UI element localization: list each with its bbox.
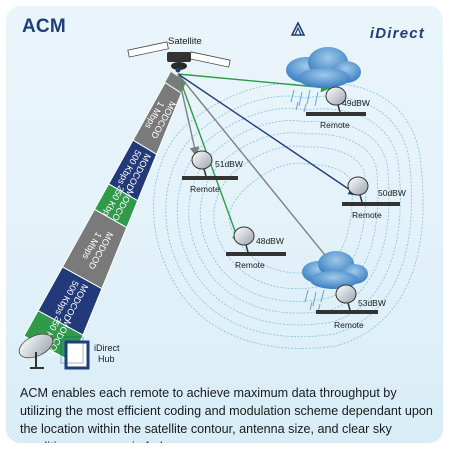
brand-logo: iDirect bbox=[369, 25, 425, 42]
link-gray-51dbw bbox=[177, 73, 200, 157]
remote-base bbox=[316, 310, 378, 314]
remote-dish bbox=[347, 176, 369, 196]
remote-dbw: 51dBW bbox=[215, 159, 243, 169]
remote-label: Remote bbox=[235, 260, 265, 270]
satellite-antenna bbox=[175, 67, 181, 73]
remote-dbw: 50dBW bbox=[378, 188, 406, 198]
caption-text: ACM enables each remote to achieve maxim… bbox=[20, 386, 433, 443]
remote-dish bbox=[191, 150, 213, 170]
remote-49dbw: 49dBW Remote bbox=[286, 47, 370, 130]
remote-base bbox=[226, 252, 286, 256]
hub-dish bbox=[18, 333, 54, 359]
remote-dbw: 53dBW bbox=[358, 298, 386, 308]
remote-label: Remote bbox=[320, 120, 350, 130]
link-green-49dbw bbox=[177, 73, 331, 93]
hub: iDirect Hub bbox=[18, 333, 120, 370]
remote-label: Remote bbox=[190, 184, 220, 194]
satellite-dish bbox=[171, 62, 187, 70]
remote-53dbw: 53dBW Remote bbox=[302, 251, 386, 330]
satellite-label: Satellite bbox=[168, 36, 202, 47]
satellite-body bbox=[167, 52, 191, 62]
satellite: Satellite bbox=[127, 36, 231, 73]
satellite-panel-left bbox=[127, 41, 169, 58]
idirect-logo-icon bbox=[290, 21, 306, 36]
remote-dish bbox=[233, 226, 255, 246]
remote-dish bbox=[335, 284, 357, 304]
downlinks bbox=[177, 73, 359, 279]
remote-label: Remote bbox=[334, 320, 364, 330]
rain-cloud bbox=[302, 251, 368, 289]
hub-building bbox=[64, 340, 90, 370]
link-gray-53dbw bbox=[177, 73, 344, 279]
hub-label-line1: iDirect bbox=[94, 343, 120, 353]
remote-dish bbox=[325, 86, 347, 106]
remote-label: Remote bbox=[352, 210, 382, 220]
satellite-panel-right bbox=[189, 51, 231, 68]
remote-51dbw: 51dBW Remote bbox=[182, 150, 243, 194]
link-navy-50dbw bbox=[177, 73, 359, 196]
rain-drops bbox=[290, 89, 319, 113]
remote-dbw: 48dBW bbox=[256, 236, 284, 246]
satellite-contours bbox=[153, 83, 424, 349]
remote-base bbox=[342, 202, 400, 206]
remote-50dbw: 50dBW Remote bbox=[342, 176, 406, 220]
remote-base bbox=[182, 176, 238, 180]
hub-label-line2: Hub bbox=[98, 354, 115, 364]
page-title: ACM bbox=[22, 16, 66, 37]
remote-base bbox=[306, 112, 366, 116]
remote-dbw: 49dBW bbox=[342, 98, 370, 108]
rain-cloud bbox=[286, 47, 361, 88]
remote-48dbw: 48dBW Remote bbox=[226, 226, 286, 270]
